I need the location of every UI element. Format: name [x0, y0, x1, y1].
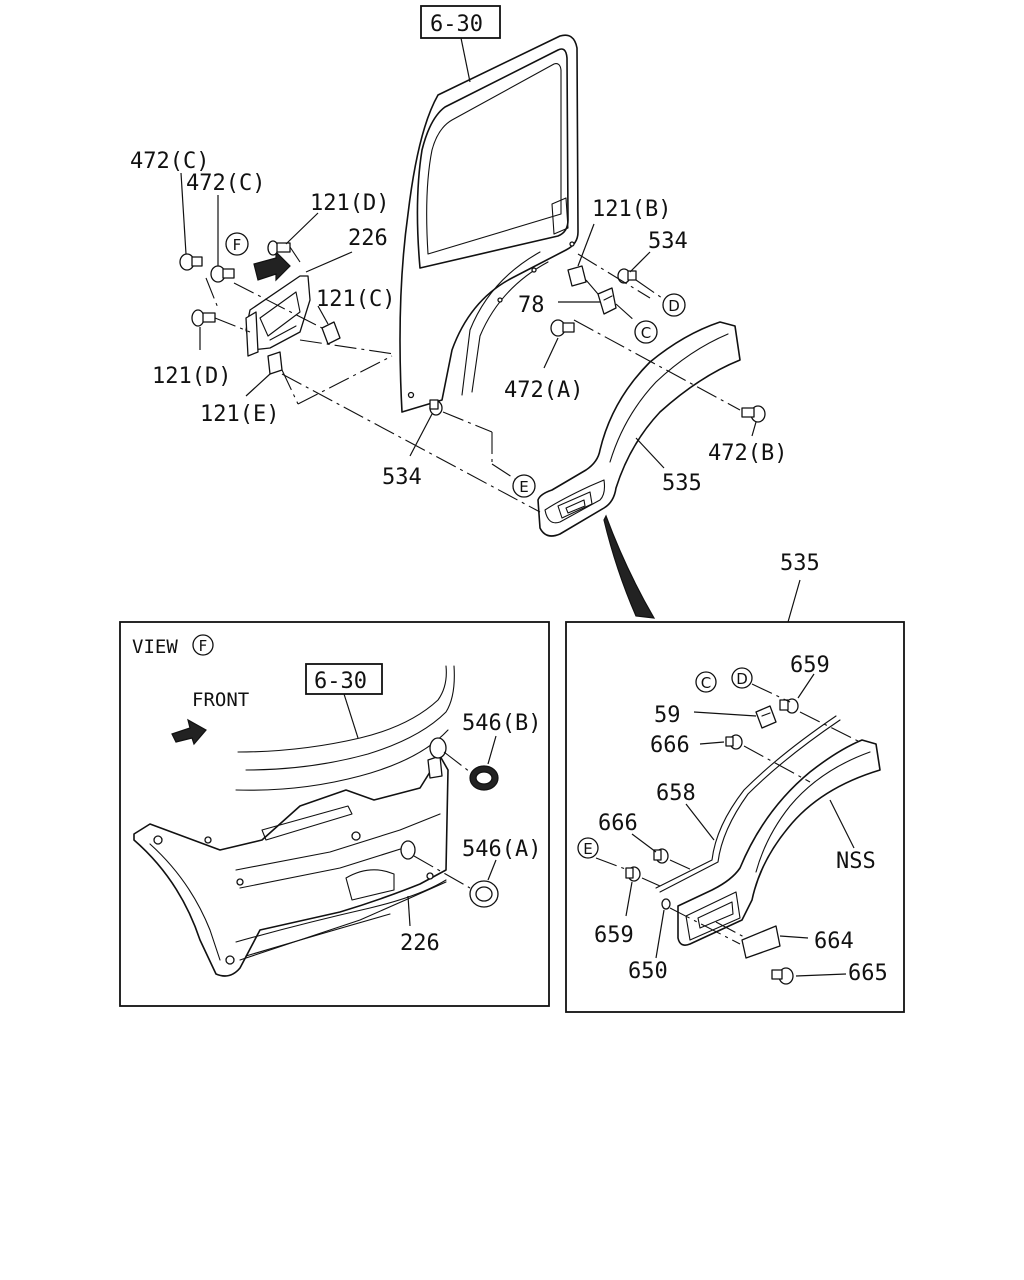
- circled-D-main: D: [662, 293, 686, 317]
- svg-text:C: C: [701, 674, 711, 692]
- label-546a: 546(A): [462, 837, 541, 862]
- circled-F-main: F: [225, 232, 249, 256]
- label-78: 78: [518, 293, 545, 318]
- circled-F-view: F: [192, 634, 214, 656]
- svg-text:E: E: [583, 840, 592, 858]
- label-664: 664: [814, 929, 854, 954]
- circled-E-detail: E: [577, 837, 599, 859]
- plate-664: [741, 925, 781, 959]
- circled-D-detail: D: [731, 667, 753, 689]
- ref-label-view: 6-30: [314, 669, 367, 694]
- svg-text:C: C: [641, 324, 651, 342]
- label-665: 665: [848, 961, 888, 986]
- ref-label-6-30: 6-30: [430, 12, 483, 37]
- label-546b: 546(B): [462, 711, 541, 736]
- svg-text:F: F: [233, 236, 242, 254]
- label-nss: NSS: [836, 849, 876, 874]
- label-121d-bot: 121(D): [152, 364, 231, 389]
- label-650: 650: [628, 959, 668, 984]
- view-arrow: [253, 250, 291, 282]
- svg-text:E: E: [519, 478, 528, 496]
- label-121e: 121(E): [200, 402, 279, 427]
- front-label: FRONT: [192, 689, 249, 711]
- ref-leader: [460, 37, 471, 83]
- circled-C-main: C: [634, 320, 658, 344]
- label-472c-b: 472(C): [186, 171, 265, 196]
- fasteners-main: [179, 240, 766, 423]
- label-535-detail: 535: [780, 551, 820, 576]
- main-exploded-view: 6-30: [130, 5, 787, 619]
- label-534-bot: 534: [382, 465, 422, 490]
- detail-arrow: [603, 514, 656, 619]
- view-title: VIEW: [132, 636, 178, 658]
- fender-535: [537, 321, 741, 537]
- label-659-top: 659: [790, 653, 830, 678]
- label-121d-top: 121(D): [310, 191, 389, 216]
- svg-text:D: D: [736, 670, 748, 688]
- label-658: 658: [656, 781, 696, 806]
- label-226-view: 226: [400, 931, 440, 956]
- label-226-top: 226: [348, 226, 388, 251]
- circled-C-detail: C: [695, 671, 717, 693]
- view-f-panel: VIEW F FRONT 6-30: [119, 621, 550, 1007]
- detail-leader: [787, 579, 801, 623]
- label-121c: 121(C): [316, 287, 395, 312]
- label-121b: 121(B): [592, 197, 671, 222]
- label-534-top: 534: [648, 229, 688, 254]
- svg-text:F: F: [199, 637, 208, 655]
- ref-box-6-30: [420, 5, 501, 39]
- door: [399, 34, 579, 413]
- circled-E-main: E: [512, 474, 536, 498]
- label-659-bot: 659: [594, 923, 634, 948]
- ref-view-leader: [343, 693, 359, 739]
- detail-535-panel: 535: [565, 551, 905, 1013]
- front-arrow: [171, 718, 207, 746]
- label-535: 535: [662, 471, 702, 496]
- label-666-bot: 666: [598, 811, 638, 836]
- label-472b: 472(B): [708, 441, 787, 466]
- bracket-226: [245, 275, 311, 357]
- label-59: 59: [654, 703, 681, 728]
- label-472c-a: 472(C): [130, 149, 209, 174]
- detail-frame: [565, 621, 905, 1013]
- label-666-top: 666: [650, 733, 690, 758]
- svg-text:D: D: [668, 297, 680, 315]
- label-472a: 472(A): [504, 378, 583, 403]
- leaders-main: [180, 172, 757, 469]
- assembly-lines-main: [205, 246, 741, 513]
